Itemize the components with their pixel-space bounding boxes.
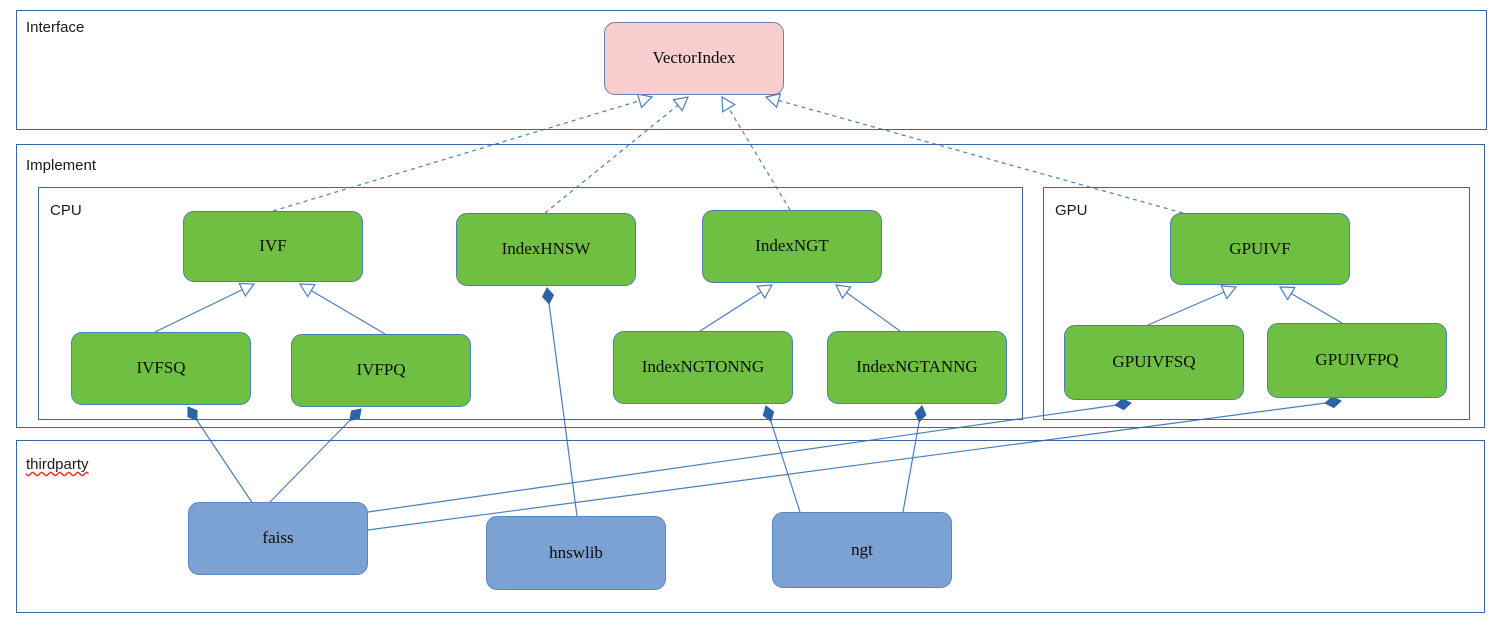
- class-node-indexngtonng[interactable]: IndexNGTONNG: [613, 331, 793, 404]
- panel-label-interface: Interface: [26, 19, 85, 36]
- class-node-ivf[interactable]: IVF: [183, 211, 363, 282]
- class-node-indexngt[interactable]: IndexNGT: [702, 210, 882, 283]
- class-node-vectorindex[interactable]: VectorIndex: [604, 22, 784, 95]
- panel-label-cpu: CPU: [50, 202, 82, 219]
- class-node-indexhnsw[interactable]: IndexHNSW: [456, 213, 636, 286]
- class-node-ngt[interactable]: ngt: [772, 512, 952, 588]
- class-node-hnswlib[interactable]: hnswlib: [486, 516, 666, 590]
- panel-label-thirdparty: thirdparty: [26, 456, 89, 473]
- panel-label-gpu: GPU: [1055, 202, 1088, 219]
- class-node-ivfsq[interactable]: IVFSQ: [71, 332, 251, 405]
- class-node-faiss[interactable]: faiss: [188, 502, 368, 575]
- panel-thirdparty: [16, 440, 1485, 613]
- panel-implement: [16, 144, 1485, 428]
- class-node-gpuivf[interactable]: GPUIVF: [1170, 213, 1350, 285]
- panel-label-implement: Implement: [26, 157, 97, 174]
- panel-cpu: [38, 187, 1023, 420]
- class-node-gpuivfpq[interactable]: GPUIVFPQ: [1267, 323, 1447, 398]
- class-node-gpuivfsq[interactable]: GPUIVFSQ: [1064, 325, 1244, 400]
- panel-interface: [16, 10, 1487, 130]
- class-node-ivfpq[interactable]: IVFPQ: [291, 334, 471, 407]
- panel-gpu: [1043, 187, 1470, 420]
- class-node-indexngtanng[interactable]: IndexNGTANNG: [827, 331, 1007, 404]
